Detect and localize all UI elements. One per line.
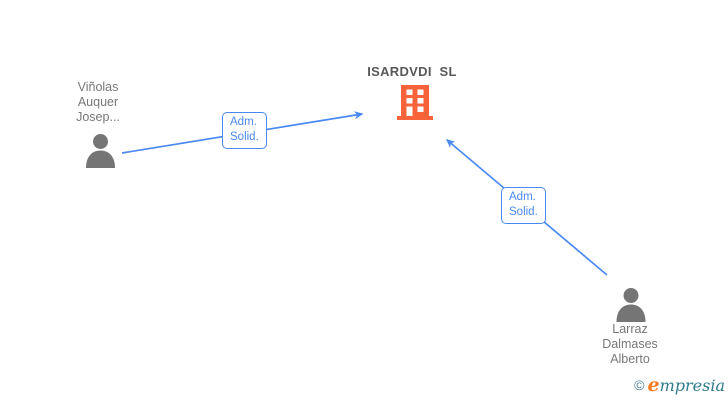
- brand-rest: mpresia: [659, 376, 725, 395]
- edge-label-line: Solid.: [509, 206, 538, 218]
- edge-label-line: Adm.: [230, 116, 257, 128]
- person-name-line: Larraz: [612, 322, 648, 336]
- person-icon-vinolas[interactable]: [85, 133, 116, 168]
- person-name-line: Viñolas: [77, 80, 119, 94]
- person-name-line: Dalmases: [602, 337, 658, 351]
- empresia-logo[interactable]: ©empresia: [634, 374, 725, 396]
- person-name-line: Alberto: [610, 352, 650, 366]
- company-name: ISARDVDI SL: [367, 64, 457, 79]
- copyright-icon: ©: [634, 377, 645, 393]
- brand-initial: e: [647, 374, 660, 396]
- person-icon-larraz[interactable]: [615, 287, 647, 322]
- building-icon[interactable]: [396, 85, 434, 121]
- edge-label-adm-solid-2[interactable]: Adm. Solid.: [501, 187, 546, 224]
- person-name-larraz: Larraz Dalmases Alberto: [584, 322, 676, 367]
- person-name-line: Josep...: [76, 110, 120, 124]
- person-name-line: Auquer: [77, 95, 119, 109]
- edge-label-line: Adm.: [509, 191, 536, 203]
- edge-label-line: Solid.: [230, 131, 259, 143]
- person-name-vinolas: Viñolas Auquer Josep...: [56, 80, 140, 125]
- edge-label-adm-solid-1[interactable]: Adm. Solid.: [222, 112, 267, 149]
